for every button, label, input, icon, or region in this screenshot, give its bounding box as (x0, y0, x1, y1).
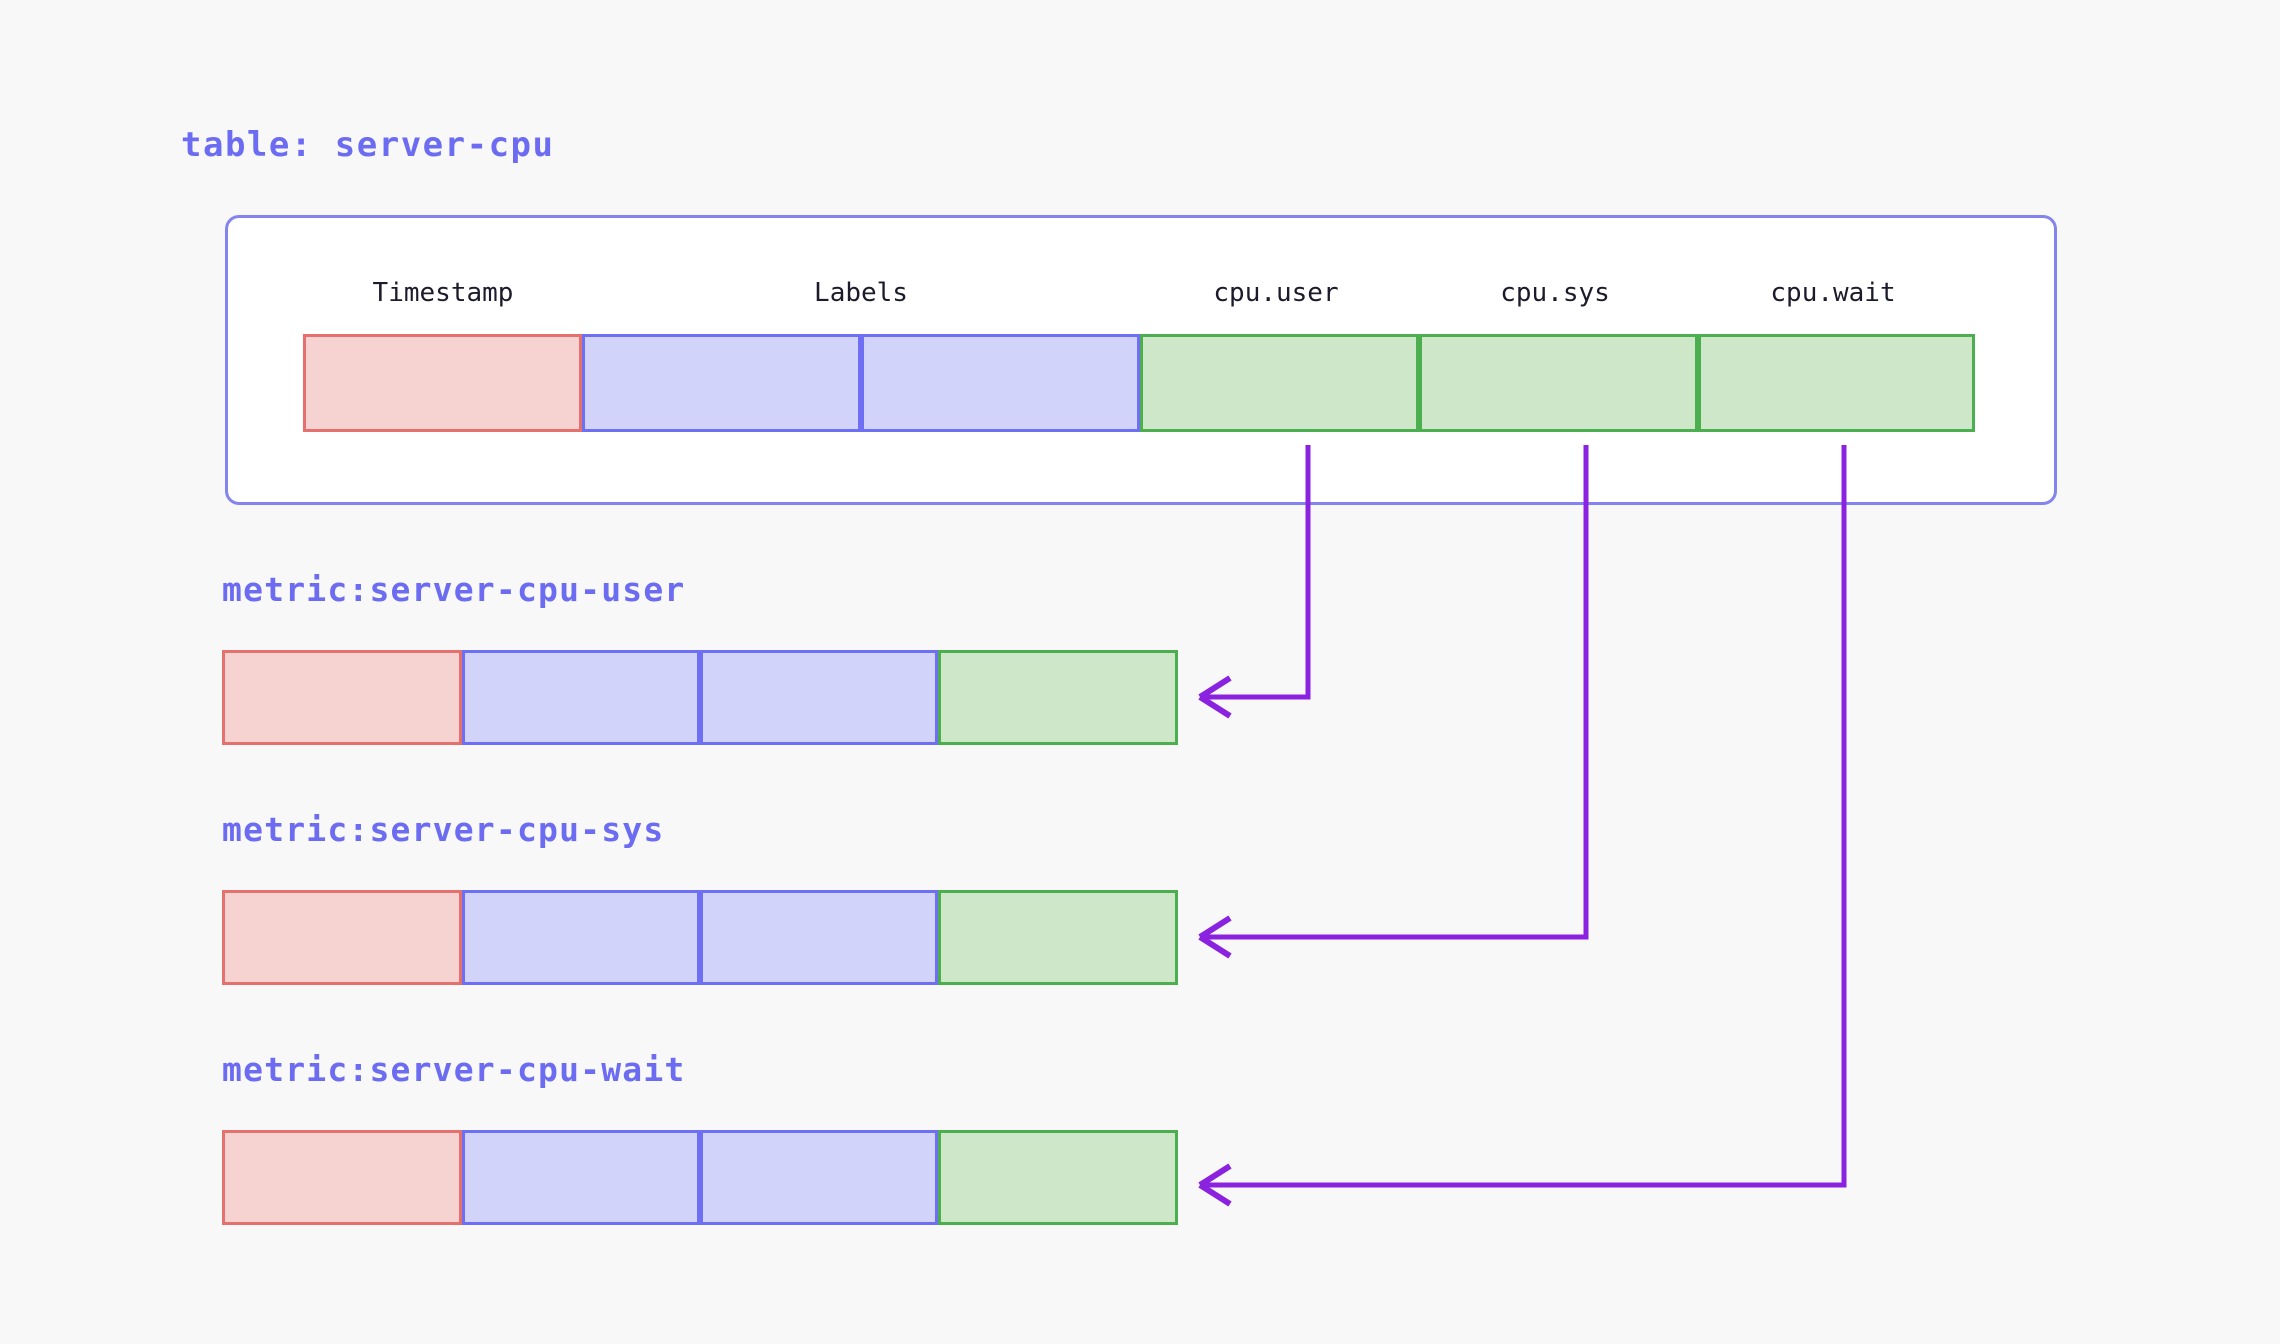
metric-label-0: metric:server-cpu-user (222, 570, 686, 609)
metric-2-cell-red-0 (222, 1130, 462, 1225)
connector-cpu-wait-to-metric (1200, 445, 1847, 1188)
metric-1-cell-red-0 (222, 890, 462, 985)
table-cell-red-0 (303, 334, 582, 432)
table-cell-green-5 (1698, 334, 1975, 432)
metric-2-cell-blue-2 (700, 1130, 938, 1225)
connector-cpu-sys-to-metric (1200, 445, 1589, 940)
metric-0-cell-blue-1 (462, 650, 700, 745)
metric-0-cell-green-3 (938, 650, 1178, 745)
arrowhead-cpu-user-to-metric (1198, 675, 1232, 719)
metric-0-cell-blue-2 (700, 650, 938, 745)
table-cell-blue-1 (582, 334, 861, 432)
column-header-timestamp: Timestamp (372, 278, 514, 308)
metric-label-1: metric:server-cpu-sys (222, 810, 665, 849)
metric-label-2: metric:server-cpu-wait (222, 1050, 686, 1089)
metric-2-cell-blue-1 (462, 1130, 700, 1225)
table-cell-green-4 (1419, 334, 1698, 432)
arrowhead-cpu-wait-to-metric (1198, 1163, 1232, 1207)
metric-1-cell-blue-1 (462, 890, 700, 985)
column-header-cpu-sys: cpu.sys (1500, 278, 1610, 308)
metric-1-cell-blue-2 (700, 890, 938, 985)
column-header-cpu-user: cpu.user (1213, 278, 1339, 308)
table-title: table: server-cpu (181, 125, 555, 165)
column-header-cpu-wait: cpu.wait (1770, 278, 1896, 308)
table-column-headers: Timestamp Labels cpu.user cpu.sys cpu.wait (225, 278, 2057, 318)
column-header-labels: Labels (814, 278, 908, 308)
arrowhead-cpu-sys-to-metric (1198, 915, 1232, 959)
table-cell-green-3 (1140, 334, 1419, 432)
metric-2-cell-green-3 (938, 1130, 1178, 1225)
table-cell-blue-2 (861, 334, 1140, 432)
metric-1-cell-green-3 (938, 890, 1178, 985)
metric-0-cell-red-0 (222, 650, 462, 745)
